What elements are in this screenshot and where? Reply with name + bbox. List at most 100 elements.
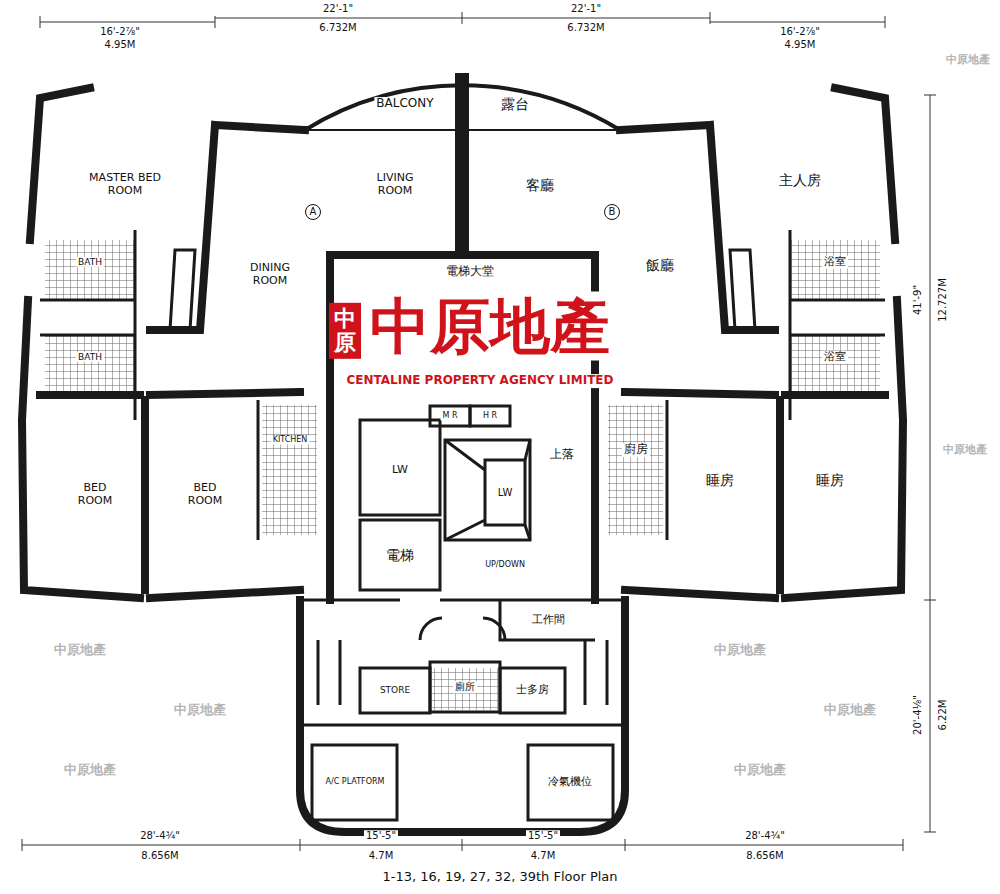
bath-tiles	[790, 240, 880, 300]
room-label: A/C PLATFORM	[323, 777, 387, 786]
room-label: KITCHEN	[271, 435, 310, 444]
logo-mark: 中原	[329, 303, 361, 359]
wc	[430, 662, 500, 712]
dimension-lines	[22, 12, 936, 851]
watermark: 中原地產	[712, 643, 768, 658]
dimension-label: 41'-9"	[912, 283, 924, 317]
room-label: 露台	[499, 96, 531, 112]
room-label: LW	[496, 487, 515, 499]
room-label: 電梯	[384, 547, 416, 563]
room-label: BED ROOM	[178, 482, 232, 507]
watermark: 中原地產	[944, 54, 992, 67]
room-label: BED ROOM	[68, 482, 122, 507]
store	[360, 668, 430, 713]
room-label: DINING ROOM	[238, 262, 302, 287]
wall	[22, 88, 300, 598]
stair-lines	[445, 440, 530, 540]
room-label: BATH	[76, 352, 104, 362]
bath-tiles	[45, 335, 135, 395]
hose-reel	[470, 406, 510, 426]
room-label: BALCONY	[374, 97, 435, 111]
wall	[300, 724, 625, 727]
lift-well	[485, 460, 525, 525]
balcony	[305, 85, 620, 130]
logo-text: 中原地產	[368, 292, 612, 361]
room-label: 廁所	[453, 681, 477, 693]
dimension-line	[215, 12, 710, 24]
watermark: 中原地產	[822, 703, 878, 718]
watermark: 中原地產	[52, 643, 108, 658]
room-label: MASTER BED ROOM	[83, 172, 167, 197]
room-label: 廚房	[622, 443, 650, 457]
dimension-label: 15'-5"	[526, 830, 560, 842]
room-label: 冷氣機位	[546, 776, 594, 789]
dimension-label: 6.732M	[565, 22, 606, 34]
wc-tiles	[432, 668, 498, 710]
room-label: 客廳	[524, 177, 556, 193]
room-label: UP/DOWN	[483, 560, 527, 569]
room-label: 士多房	[514, 684, 551, 697]
watermark: 中原地產	[732, 763, 788, 778]
meter-room	[430, 406, 470, 426]
unit-marker: A	[305, 204, 321, 220]
dimension-label: 6.732M	[317, 22, 358, 34]
dimension-label: 4.7M	[367, 850, 396, 862]
watermark: 中原地產	[941, 444, 989, 457]
watermark: 中原地產	[62, 763, 118, 778]
room-label: 睡房	[814, 472, 846, 488]
wall	[455, 80, 469, 250]
lift-well	[360, 420, 440, 515]
dimension-label: 15'-5"	[364, 830, 398, 842]
room-label: M R	[440, 411, 459, 420]
dimension-label: 12.727M	[937, 276, 949, 324]
wall	[300, 600, 625, 832]
dimension-line	[924, 95, 936, 832]
wall	[40, 230, 258, 540]
room-label: 睡房	[704, 472, 736, 488]
dimension-label: 4.95M	[103, 39, 138, 51]
room-label: 電梯大堂	[444, 265, 496, 279]
kitchen-tiles	[262, 405, 317, 535]
dimension-label: 16'-2⅞"	[98, 26, 142, 38]
dimension-label: 22'-1"	[321, 3, 355, 15]
dimension-label: 16'-2⅞"	[778, 26, 822, 38]
room-label: H R	[481, 411, 499, 420]
room-label: LIVING ROOM	[363, 172, 427, 197]
room-label: 浴室	[822, 351, 848, 364]
wall	[667, 230, 885, 540]
dimension-label: 6.22M	[937, 698, 949, 733]
dimension-label: 8.656M	[744, 850, 785, 862]
balcony-arc	[305, 85, 620, 130]
interior-walls	[40, 230, 885, 820]
room-label: 飯廳	[644, 257, 676, 273]
balcony-edge	[305, 129, 620, 131]
store	[500, 668, 565, 713]
kitchen-tiles	[608, 405, 663, 535]
wall	[40, 392, 300, 590]
dimension-label: 28'-4¾"	[743, 830, 787, 842]
room-label: STORE	[378, 685, 412, 695]
dimension-label: 28'-4¾"	[138, 830, 182, 842]
room-label: 工作間	[530, 614, 567, 627]
stair	[445, 440, 530, 540]
exterior-walls	[22, 80, 903, 832]
room-label: LW	[390, 464, 410, 477]
room-label: 主人房	[777, 172, 823, 188]
room-label: BATH	[76, 257, 104, 267]
logo-text: CENTALINE PROPERTY AGENCY LIMITED	[344, 374, 615, 388]
lift	[360, 520, 440, 590]
wall	[625, 392, 885, 590]
caption: 1-13, 16, 19, 27, 32, 39th Floor Plan	[380, 870, 619, 885]
watermark: 中原地產	[172, 703, 228, 718]
dimension-label: 20'-4⅛"	[912, 693, 924, 737]
wall	[625, 88, 903, 598]
ac-platform	[528, 745, 613, 820]
wall	[300, 600, 625, 640]
dimension-label: 4.95M	[783, 39, 818, 51]
duct	[318, 640, 607, 705]
door-swing	[420, 618, 505, 640]
room-label: 浴室	[822, 256, 848, 269]
tiled-floors	[45, 240, 880, 710]
